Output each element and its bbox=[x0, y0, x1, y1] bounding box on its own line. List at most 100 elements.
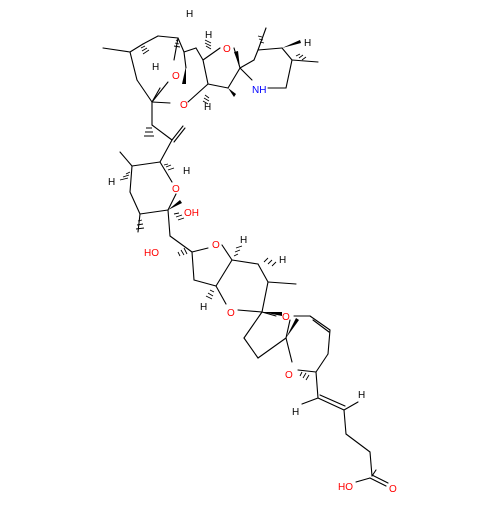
bond bbox=[139, 209, 169, 215]
ring-oxygen-label: O bbox=[223, 44, 231, 55]
bond bbox=[297, 369, 317, 373]
hydrogen-label: H bbox=[240, 235, 247, 246]
hydroxyl-label: OH bbox=[184, 208, 199, 219]
ring-oxygen-label: O bbox=[227, 308, 235, 319]
bond bbox=[355, 477, 371, 483]
amine-nitrogen-label: NH bbox=[252, 85, 266, 96]
bond bbox=[257, 337, 287, 359]
hydrogen-label: H bbox=[186, 9, 193, 20]
bond bbox=[315, 371, 319, 399]
bond bbox=[136, 79, 153, 103]
bond bbox=[171, 125, 184, 141]
bond bbox=[315, 353, 329, 373]
wedge-bond bbox=[262, 312, 282, 316]
wedge-bond bbox=[228, 88, 236, 97]
bond bbox=[195, 47, 204, 61]
wedge-bond bbox=[182, 66, 186, 84]
hashed-bond bbox=[163, 163, 175, 171]
bond bbox=[312, 319, 330, 333]
wedge-bond bbox=[282, 40, 301, 48]
bond bbox=[215, 285, 227, 305]
bond bbox=[167, 209, 171, 237]
bond bbox=[157, 35, 179, 39]
hashed-bond bbox=[177, 247, 188, 257]
ring-oxygen-label: O bbox=[172, 71, 180, 82]
bond bbox=[202, 59, 209, 85]
bond bbox=[257, 263, 269, 283]
bond bbox=[159, 139, 173, 163]
hydrogen-label: H bbox=[152, 62, 159, 73]
bond bbox=[243, 337, 259, 359]
bond bbox=[151, 124, 173, 141]
wedge-bond bbox=[234, 51, 240, 68]
hashed-bonds bbox=[119, 35, 310, 381]
ring-oxygen-label: O bbox=[212, 240, 220, 251]
bond bbox=[207, 83, 229, 89]
hydrogen-label: H bbox=[205, 30, 212, 41]
hashed-bond bbox=[299, 371, 310, 381]
bond bbox=[221, 244, 233, 261]
bond bbox=[261, 281, 269, 313]
bond bbox=[137, 213, 141, 233]
hashed-bond bbox=[119, 171, 131, 181]
hydrogen-label: H bbox=[200, 302, 207, 313]
hydrogen-label: H bbox=[304, 38, 311, 49]
bond bbox=[369, 451, 373, 477]
bond bbox=[169, 235, 193, 253]
hashed-bond bbox=[202, 94, 210, 105]
bond bbox=[131, 161, 161, 167]
bond bbox=[281, 47, 293, 61]
bond-lines bbox=[102, 27, 389, 487]
hashed-bond bbox=[257, 35, 265, 44]
bond bbox=[345, 433, 371, 453]
hashed-bond bbox=[233, 245, 243, 257]
hydrogen-label: H bbox=[292, 407, 299, 418]
bond bbox=[253, 49, 259, 61]
bond bbox=[319, 394, 346, 407]
hashed-bond bbox=[263, 257, 277, 267]
bond bbox=[187, 83, 209, 103]
bond bbox=[191, 247, 209, 253]
hydrogen-label: H bbox=[358, 390, 365, 401]
bond bbox=[231, 259, 259, 265]
bond bbox=[227, 67, 241, 89]
bond bbox=[285, 59, 293, 89]
ring-oxygen-label: O bbox=[172, 184, 180, 195]
bond bbox=[327, 329, 331, 355]
bond bbox=[129, 191, 141, 215]
wedge-bond bbox=[286, 318, 299, 338]
hashed-bond bbox=[205, 289, 215, 300]
bond bbox=[239, 59, 255, 69]
bond bbox=[309, 315, 331, 331]
bond bbox=[102, 47, 131, 53]
hashed-bond bbox=[173, 212, 185, 221]
bond bbox=[285, 337, 293, 363]
hashed-bond bbox=[144, 127, 154, 137]
bond bbox=[257, 27, 267, 51]
hydroxyl-label: HO bbox=[144, 248, 159, 259]
bond bbox=[291, 59, 319, 63]
bond bbox=[173, 37, 179, 61]
wedge-bond bbox=[168, 200, 182, 210]
bond bbox=[177, 37, 185, 53]
bond bbox=[129, 43, 144, 53]
carbonyl-oxygen-label: O bbox=[389, 484, 397, 495]
hashed-bond bbox=[204, 39, 212, 50]
bond bbox=[301, 397, 319, 405]
hydrogen-label: H bbox=[183, 166, 190, 177]
bond bbox=[151, 101, 171, 104]
hashed-bond bbox=[135, 219, 145, 230]
bond bbox=[151, 87, 161, 103]
bond bbox=[369, 477, 387, 487]
bond bbox=[267, 281, 297, 285]
bond bbox=[371, 474, 389, 484]
bond bbox=[142, 35, 159, 45]
acid-hydroxyl-label: HO bbox=[338, 482, 353, 493]
bond bbox=[257, 47, 283, 51]
ring-oxygen-label: O bbox=[180, 100, 188, 111]
bond bbox=[191, 251, 195, 281]
bond bbox=[215, 259, 233, 287]
hashed-bond bbox=[140, 45, 150, 55]
hashed-bond bbox=[173, 39, 181, 48]
